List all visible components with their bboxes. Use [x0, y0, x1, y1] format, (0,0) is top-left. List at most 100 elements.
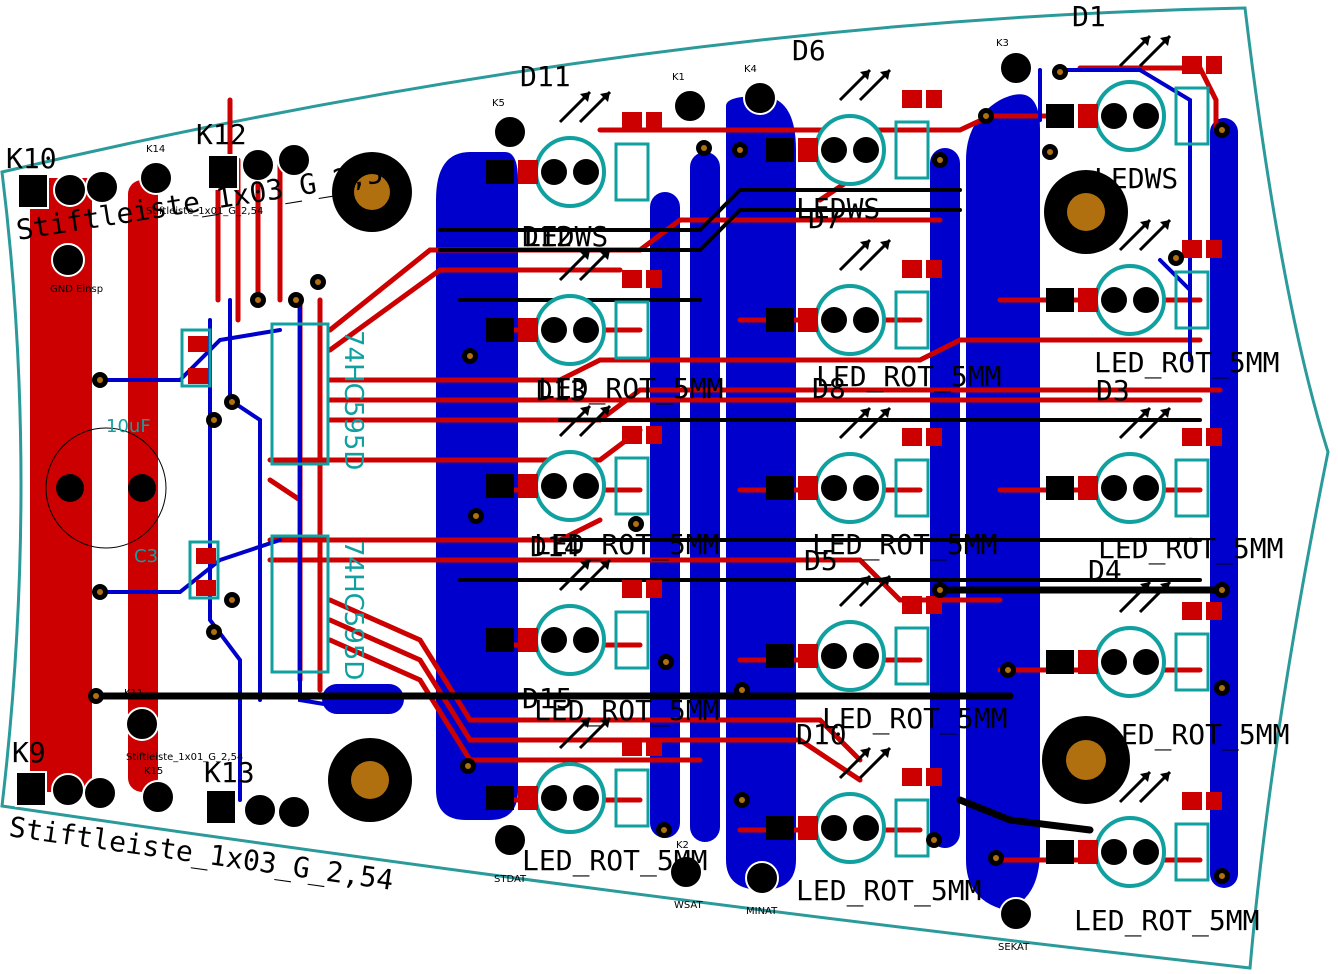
via-drill	[983, 113, 989, 119]
via-drill	[937, 157, 943, 163]
label-k1: K1	[672, 72, 685, 83]
via-drill	[1047, 149, 1053, 155]
via-drill	[937, 587, 943, 593]
via-drill	[229, 597, 235, 603]
led-footprint	[1046, 406, 1222, 524]
led-footprint	[1046, 218, 1222, 336]
label-d1: D1	[1072, 0, 1106, 33]
label-ledws-1: LEDWS	[1094, 162, 1178, 195]
via-drill	[465, 763, 471, 769]
label-led-rot-9: LED_ROT_5MM	[534, 694, 719, 728]
label-k4: K4	[744, 64, 757, 75]
led-footprint	[766, 574, 942, 692]
label-d15: D15	[522, 682, 573, 715]
label-led-rot-11: LED_ROT_5MM	[796, 874, 981, 908]
label-led-rot-4: LED_ROT_5MM	[1098, 532, 1283, 566]
label-k15: K15	[144, 766, 163, 777]
led-array	[88, 34, 1230, 888]
label-d5: D5	[804, 544, 838, 577]
mounting-holes	[328, 152, 1130, 822]
via-drill	[739, 687, 745, 693]
label-led-rot-12: LED_ROT_5MM	[522, 844, 707, 878]
label-d14: D14	[530, 530, 581, 563]
via-drill	[473, 513, 479, 519]
label-k10: K10	[6, 142, 57, 175]
label-led-rot-1: LED_ROT_5MM	[1094, 346, 1279, 380]
label-k5: K5	[492, 98, 505, 109]
label-wsat: WSAT	[674, 900, 703, 911]
label-cap-value: 10uF	[106, 416, 151, 437]
label-led-rot-2: LED_ROT_5MM	[816, 360, 1001, 394]
label-d8: D8	[812, 372, 846, 405]
label-d3: D3	[1096, 374, 1130, 407]
label-led-rot-5: LED_ROT_5MM	[812, 528, 997, 562]
headers	[15, 51, 1033, 931]
label-stdat: STDAT	[494, 874, 527, 885]
via-drill	[701, 145, 707, 151]
via-drill	[661, 827, 667, 833]
label-gnd-einsp: GND Einsp	[50, 284, 103, 295]
via-drill	[1219, 127, 1225, 133]
capacitor-10uf	[45, 427, 167, 549]
via-drill	[1173, 255, 1179, 261]
label-d10: D10	[796, 718, 847, 751]
led-footprint	[486, 90, 662, 208]
label-k11: K11	[124, 688, 143, 699]
label-k14: K14	[146, 144, 165, 155]
label-ic2: 74HC595D	[338, 540, 368, 680]
label-d7: D7	[808, 202, 842, 235]
label-sekat: SEKAT	[998, 942, 1030, 953]
via-drill	[1219, 587, 1225, 593]
via-drill	[737, 147, 743, 153]
via-drill	[467, 353, 473, 359]
label-d4: D4	[1088, 554, 1122, 587]
via-drill	[663, 659, 669, 665]
label-led-rot-7: LED_ROT_5MM	[1104, 718, 1289, 752]
shift-register-ics	[180, 322, 330, 674]
led-footprint	[486, 248, 662, 366]
led-footprint	[766, 68, 942, 186]
via-drill	[97, 377, 103, 383]
via-drill	[1219, 685, 1225, 691]
led-footprint	[766, 746, 942, 864]
label-d11: D11	[520, 60, 571, 93]
label-led-rot-3: LED_ROT_5MM	[538, 372, 723, 406]
led-footprint	[486, 404, 662, 522]
via-drill	[97, 589, 103, 595]
via-drill	[93, 693, 99, 699]
via-drill	[739, 797, 745, 803]
via-drill	[931, 837, 937, 843]
label-d13: D13	[536, 374, 587, 407]
via-drill	[1219, 873, 1225, 879]
led-footprint	[1046, 34, 1222, 152]
led-footprint	[1046, 770, 1222, 888]
via-drill	[633, 521, 639, 527]
label-k13: K13	[204, 756, 255, 789]
bottom-copper-traces	[98, 68, 1192, 802]
label-led-rot-8: LED_ROT_5MM	[822, 702, 1007, 736]
led-footprint	[1046, 580, 1222, 698]
via-drill	[1005, 667, 1011, 673]
via-drill	[229, 399, 235, 405]
via-drill	[993, 855, 999, 861]
via-drill	[211, 629, 217, 635]
label-ledws-3: LEDWS	[524, 220, 608, 253]
via-drill	[211, 417, 217, 423]
via-drill	[255, 297, 261, 303]
label-stiftleiste-small-top: Stiftleiste_1x01_G_2,54	[146, 206, 263, 217]
label-d12: D12	[522, 220, 573, 253]
label-k9: K9	[12, 736, 46, 769]
via-drill	[315, 279, 321, 285]
via-drill	[293, 297, 299, 303]
led-footprint	[486, 716, 662, 834]
label-c3: C3	[134, 546, 158, 567]
label-minat: MINAT	[746, 906, 778, 917]
label-ic1: 74HC595D	[338, 330, 368, 470]
via-drill	[1057, 69, 1063, 75]
label-d6: D6	[792, 34, 826, 67]
label-ledws-2: LEDWS	[796, 192, 880, 225]
label-led-rot-10: LED_ROT_5MM	[1074, 904, 1259, 938]
led-footprint	[766, 406, 942, 524]
led-footprint	[766, 238, 942, 356]
